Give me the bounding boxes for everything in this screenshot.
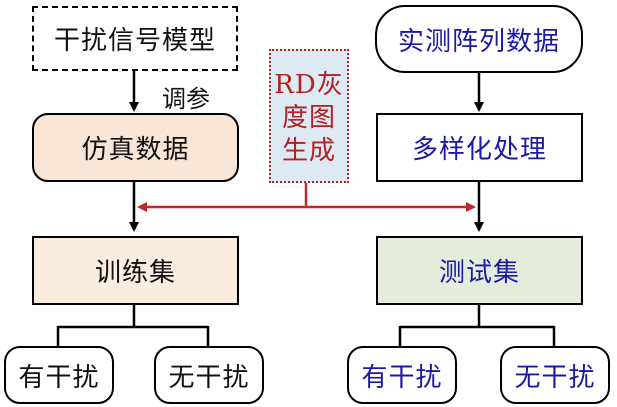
train-with-interference-label: 有干扰 (18, 362, 100, 393)
diversify-label: 多样化处理 (411, 135, 547, 165)
measured-data-label: 实测阵列数据 (397, 26, 560, 57)
tune-label: 调参 (162, 85, 210, 113)
rd-gray-image-box: RD灰 度图 生成 (269, 49, 349, 183)
measured-data-box: 实测阵列数据 (375, 5, 583, 73)
rd-line-1: RD灰 (274, 69, 344, 100)
sim-data-label: 仿真数据 (81, 135, 190, 165)
interference-model-box: 干扰信号模型 (32, 6, 238, 71)
rd-line-2: 度图 (281, 102, 336, 133)
test-without-interference-box: 无干扰 (500, 346, 610, 404)
interference-model-label: 干扰信号模型 (53, 26, 216, 56)
train-set-box: 训练集 (32, 236, 239, 305)
rd-line-3: 生成 (281, 135, 336, 166)
test-with-interference-label: 有干扰 (361, 362, 443, 393)
test-set-box: 测试集 (376, 236, 583, 305)
test-with-interference-box: 有干扰 (347, 346, 457, 404)
test-without-interference-label: 无干扰 (514, 362, 596, 393)
sim-data-box: 仿真数据 (32, 113, 239, 182)
train-with-interference-box: 有干扰 (4, 346, 114, 404)
train-without-interference-label: 无干扰 (168, 362, 250, 393)
test-set-label: 测试集 (438, 258, 520, 288)
diversify-box: 多样化处理 (376, 113, 583, 182)
train-set-label: 训练集 (94, 258, 176, 288)
train-without-interference-box: 无干扰 (154, 346, 264, 404)
